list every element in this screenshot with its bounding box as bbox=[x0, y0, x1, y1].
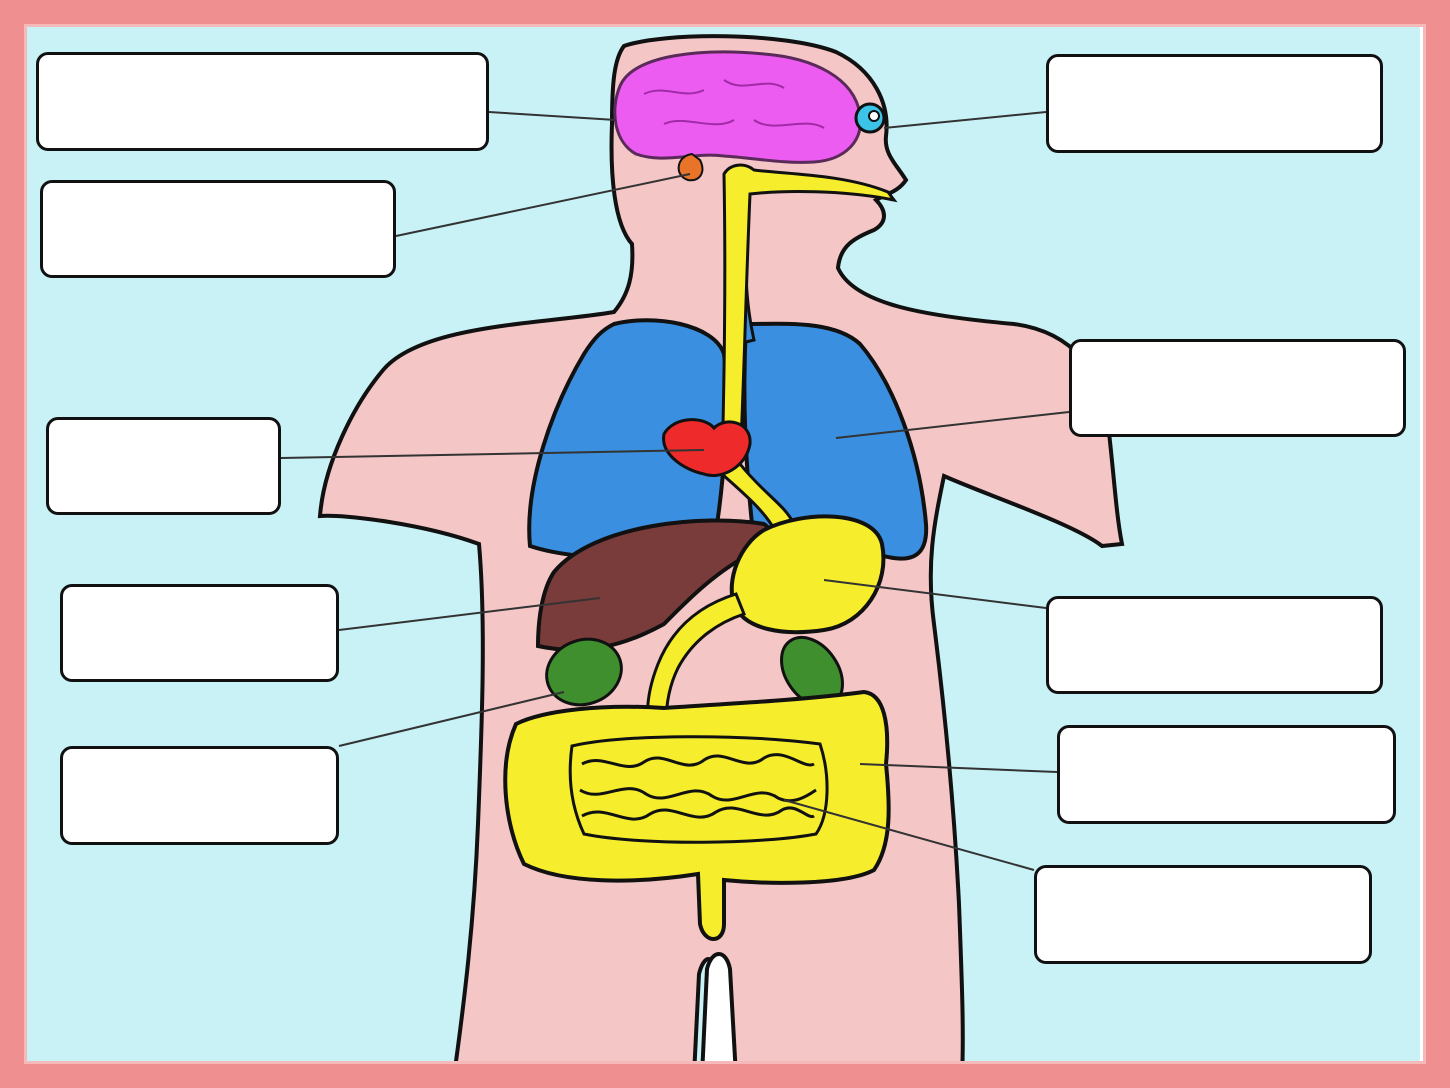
label-box-small-intestine[interactable] bbox=[1034, 865, 1372, 964]
brain bbox=[615, 52, 861, 162]
eye-pupil bbox=[869, 111, 879, 121]
label-box-heart[interactable] bbox=[46, 417, 281, 515]
leg-gap bbox=[702, 954, 736, 1076]
label-box-lungs[interactable] bbox=[1069, 339, 1406, 437]
label-box-liver[interactable] bbox=[60, 584, 339, 682]
label-box-brain[interactable] bbox=[36, 52, 489, 151]
label-box-stomach[interactable] bbox=[1046, 596, 1383, 694]
leader-line-eye bbox=[884, 112, 1046, 128]
leader-line-brain bbox=[489, 112, 616, 120]
label-box-eye[interactable] bbox=[1046, 54, 1383, 153]
label-box-large-intestine[interactable] bbox=[1057, 725, 1396, 824]
label-box-kidney[interactable] bbox=[60, 746, 339, 845]
label-box-ear[interactable] bbox=[40, 180, 396, 278]
